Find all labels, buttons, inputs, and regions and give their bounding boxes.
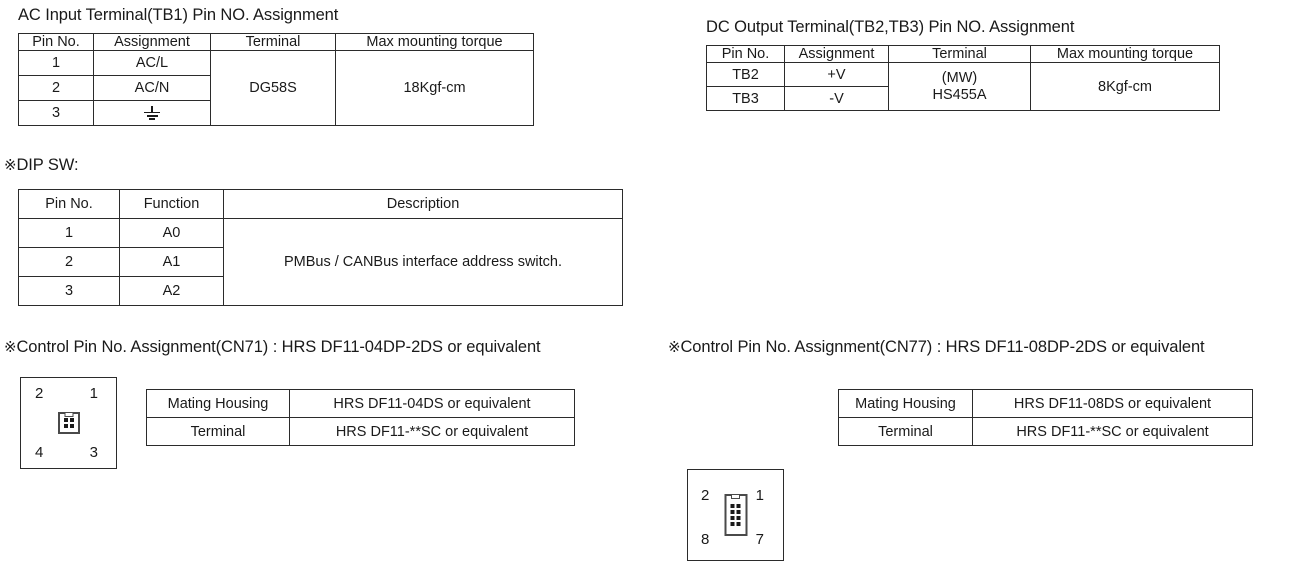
table-header-row: Pin No. Assignment Terminal Max mounting… [706, 45, 1220, 63]
cn77-pin-label-top-left: 2 [701, 487, 710, 504]
dc-output-table: Pin No. Assignment Terminal Max mounting… [706, 45, 1220, 111]
col-header-assignment: Assignment [784, 45, 889, 63]
col-header-description: Description [223, 189, 623, 219]
dip-sw-heading: ※DIP SW: [4, 156, 79, 175]
col-header-max-mounting-torque: Max mounting torque [335, 33, 534, 51]
table-row: 3 [18, 100, 534, 126]
cn71-connector-diagram: 2 1 4 3 [20, 377, 117, 469]
connector-pin [730, 504, 735, 508]
cell-pin-no: TB3 [706, 86, 785, 111]
cell-assignment: AC/L [93, 50, 211, 76]
connector-pin [63, 418, 68, 422]
cell-value-mating-housing: HRS DF11-04DS or equivalent [289, 389, 575, 418]
connector-pin [736, 522, 741, 526]
table-row: 1 AC/L DG58S 18Kgf-cm [18, 50, 534, 126]
cn77-connector-shell-icon [724, 494, 747, 536]
cell-max-mounting-torque: 18Kgf-cm [335, 50, 534, 126]
table-row: Terminal HRS DF11-**SC or equivalent [838, 417, 1253, 446]
connector-pin [730, 522, 735, 526]
cell-terminal-line1: (MW) [941, 69, 978, 86]
cn77-heading-label: Control Pin No. Assignment(CN77) : HRS D… [680, 338, 1205, 356]
connector-keying-notch-icon [731, 495, 740, 499]
cn71-heading: ※Control Pin No. Assignment(CN71) : HRS … [4, 338, 541, 357]
cell-pin-no: TB2 [706, 62, 785, 87]
col-header-assignment: Assignment [93, 33, 211, 51]
dc-output-heading: DC Output Terminal(TB2,TB3) Pin NO. Assi… [706, 18, 1075, 36]
table-row: TB2 +V (MW) HS455A 8Kgf-cm [706, 62, 1220, 111]
table-header-row: Pin No. Assignment Terminal Max mounting… [18, 33, 534, 51]
table-row: 3 A2 [18, 276, 623, 306]
cn77-heading: ※Control Pin No. Assignment(CN77) : HRS … [668, 338, 1205, 357]
cell-function: A0 [119, 218, 224, 248]
cell-assignment-ground [93, 100, 211, 126]
cell-pin-no: 3 [18, 276, 120, 306]
cell-function: A2 [119, 276, 224, 306]
cn71-pin-label-bottom-left: 4 [35, 444, 44, 461]
connector-pin [69, 418, 74, 422]
cn77-spec-table: Mating Housing HRS DF11-08DS or equivale… [838, 389, 1253, 446]
reference-mark-icon: ※ [668, 338, 681, 356]
cell-terminal: DG58S [210, 50, 336, 126]
connector-pin [736, 504, 741, 508]
cn77-pin-label-top-right: 1 [755, 487, 764, 504]
connector-keying-notch-icon [64, 413, 73, 417]
cell-label-mating-housing: Mating Housing [838, 389, 973, 418]
col-header-max-mounting-torque: Max mounting torque [1030, 45, 1220, 63]
col-header-pin-no: Pin No. [18, 189, 120, 219]
cn71-heading-label: Control Pin No. Assignment(CN71) : HRS D… [16, 338, 541, 356]
reference-mark-icon: ※ [4, 156, 17, 174]
connector-pin [63, 424, 68, 428]
cell-function: A1 [119, 247, 224, 277]
col-header-function: Function [119, 189, 224, 219]
connector-pin [736, 510, 741, 514]
cell-pin-no: 2 [18, 75, 94, 101]
cn71-pin-label-top-right: 1 [89, 385, 98, 402]
table-row: Mating Housing HRS DF11-04DS or equivale… [146, 389, 575, 418]
col-header-terminal: Terminal [888, 45, 1031, 63]
cell-label-terminal: Terminal [146, 417, 290, 446]
cell-assignment: AC/N [93, 75, 211, 101]
col-header-pin-no: Pin No. [706, 45, 785, 63]
col-header-pin-no: Pin No. [18, 33, 94, 51]
table-row: Mating Housing HRS DF11-08DS or equivale… [838, 389, 1253, 418]
cell-label-terminal: Terminal [838, 417, 973, 446]
cn71-pin-label-top-left: 2 [35, 385, 44, 402]
cell-value-terminal: HRS DF11-**SC or equivalent [289, 417, 575, 446]
cell-terminal: (MW) HS455A [888, 62, 1031, 111]
table-row: 1 A0 PMBus / CANBus interface address sw… [18, 218, 623, 306]
cn77-pin-label-bottom-right: 7 [755, 531, 764, 548]
ac-input-table: Pin No. Assignment Terminal Max mounting… [18, 33, 534, 126]
dip-sw-heading-label: DIP SW: [16, 156, 79, 174]
cell-terminal-line2: HS455A [932, 86, 987, 103]
cell-max-mounting-torque: 8Kgf-cm [1030, 62, 1220, 111]
cell-description: PMBus / CANBus interface address switch. [223, 218, 623, 306]
earth-ground-icon [142, 106, 162, 120]
cell-assignment: -V [784, 86, 889, 111]
cell-value-mating-housing: HRS DF11-08DS or equivalent [972, 389, 1253, 418]
cell-pin-no: 3 [18, 100, 94, 126]
connector-pin [730, 516, 735, 520]
cell-pin-no: 1 [18, 218, 120, 248]
table-row: TB3 -V [706, 86, 1220, 111]
cell-pin-no: 2 [18, 247, 120, 277]
dip-sw-table: Pin No. Function Description 1 A0 PMBus … [18, 189, 623, 306]
cn71-connector-shell-icon [57, 412, 80, 434]
cell-value-terminal: HRS DF11-**SC or equivalent [972, 417, 1253, 446]
table-row: Terminal HRS DF11-**SC or equivalent [146, 417, 575, 446]
cn71-pin-label-bottom-right: 3 [89, 444, 98, 461]
cell-assignment: +V [784, 62, 889, 87]
cn71-spec-table: Mating Housing HRS DF11-04DS or equivale… [146, 389, 575, 446]
connector-pin [730, 510, 735, 514]
table-header-row: Pin No. Function Description [18, 189, 623, 219]
cell-pin-no: 1 [18, 50, 94, 76]
connector-pin [69, 424, 74, 428]
cell-label-mating-housing: Mating Housing [146, 389, 290, 418]
ac-input-heading: AC Input Terminal(TB1) Pin NO. Assignmen… [18, 6, 339, 24]
cn77-connector-diagram: 2 1 8 7 [687, 469, 784, 561]
col-header-terminal: Terminal [210, 33, 336, 51]
table-row: 2 A1 [18, 247, 623, 277]
cn77-pin-label-bottom-left: 8 [701, 531, 710, 548]
connector-pin [736, 516, 741, 520]
reference-mark-icon: ※ [4, 338, 17, 356]
